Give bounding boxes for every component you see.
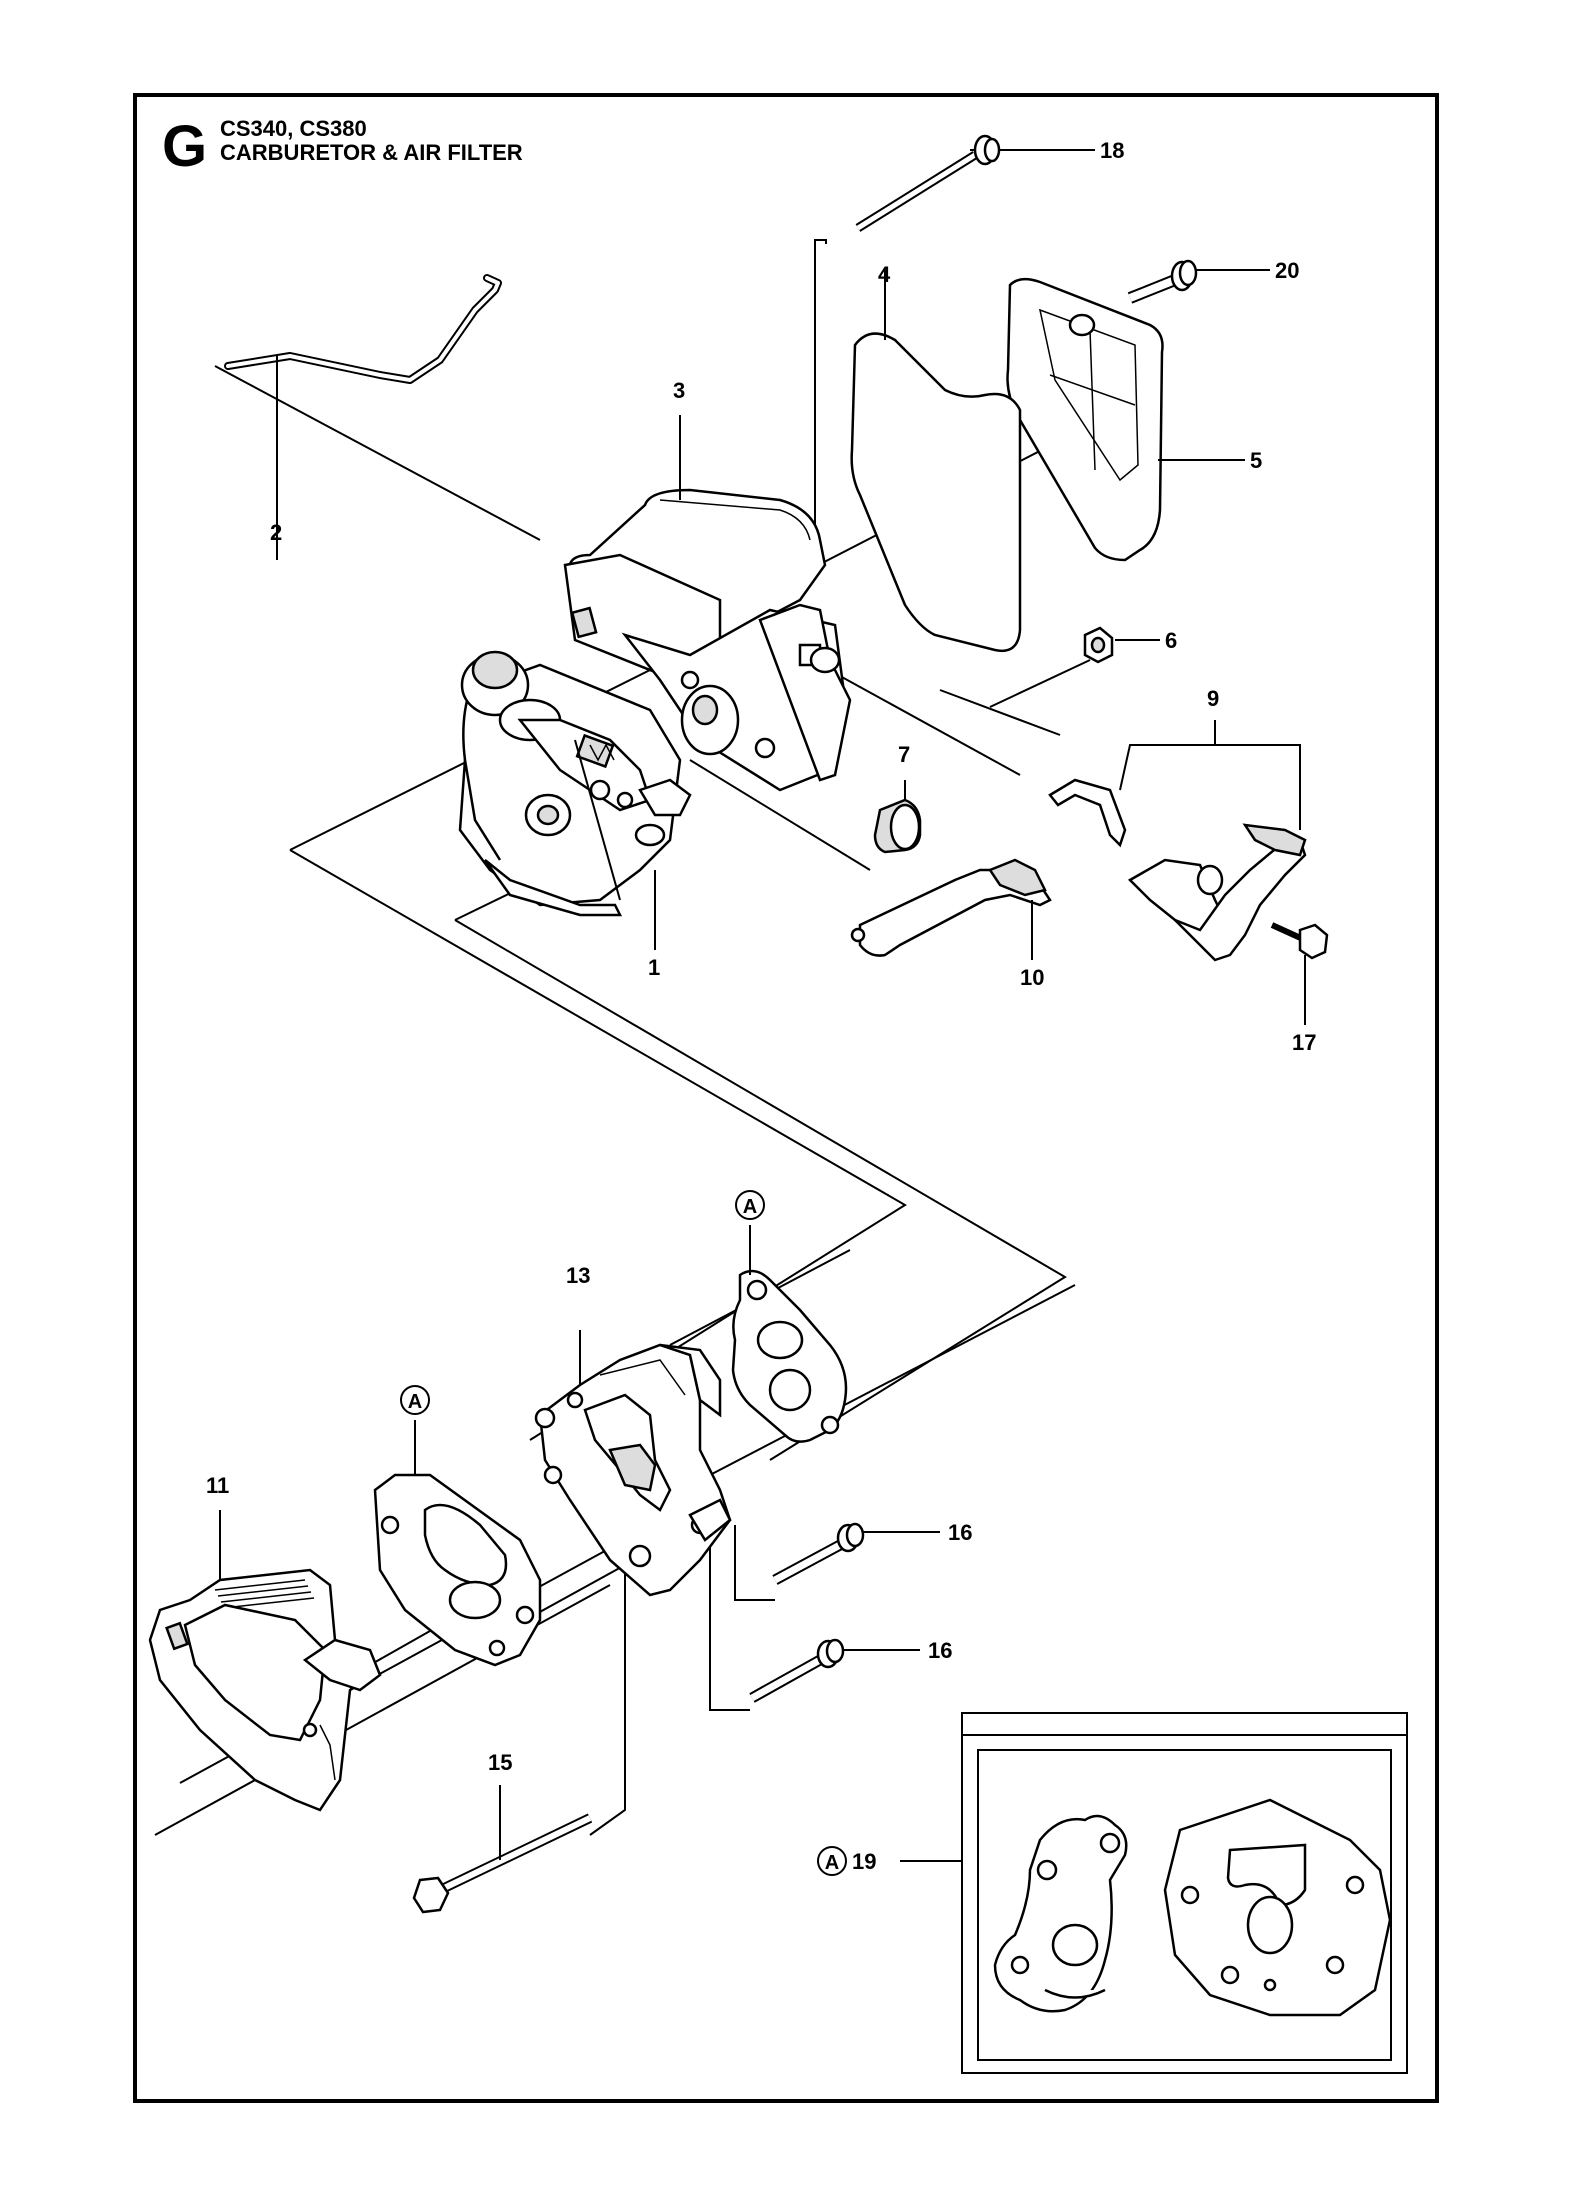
ref-circle-a1 <box>735 1190 765 1220</box>
kit-gasket-large <box>1163 1798 1392 2017</box>
part-4-filter-pad <box>850 270 1022 653</box>
callout-4: 4 <box>878 262 891 287</box>
part-15-hex-bolt <box>412 1785 593 1914</box>
callout-13: 13 <box>566 1263 590 1288</box>
callout-1: 1 <box>648 955 660 980</box>
part-2-choke-rod <box>224 274 502 560</box>
gasket-a-upper <box>731 1225 848 1443</box>
ref-marker-a2: A <box>408 1391 422 1413</box>
part-18-long-bolt <box>855 134 1001 232</box>
part-17-screw <box>1270 922 1329 1025</box>
part-3-filter-housing <box>563 415 852 792</box>
part-5-filter-frame <box>1006 277 1245 562</box>
ref-marker-a1: A <box>743 1196 757 1218</box>
part-7-spacer <box>873 780 922 854</box>
callout-7: 7 <box>898 742 910 767</box>
callout-5: 5 <box>1250 448 1262 473</box>
part-9-throttle-trigger <box>1048 720 1307 962</box>
callout-15: 15 <box>488 1750 512 1775</box>
callout-16-lower: 16 <box>928 1638 952 1663</box>
callout-3: 3 <box>673 378 685 403</box>
model-numbers: CS340, CS380 <box>220 116 367 141</box>
callout-17: 17 <box>1292 1030 1316 1055</box>
callout-20: 20 <box>1275 258 1299 283</box>
callout-11: 11 <box>206 1473 229 1498</box>
callout-6: 6 <box>1165 628 1177 653</box>
diagram-title: CARBURETOR & AIR FILTER <box>220 140 523 165</box>
callout-16-upper: 16 <box>948 1520 972 1545</box>
section-letter: G <box>162 114 208 179</box>
part-10-throttle-rod <box>850 858 1052 960</box>
part-1-carburetor <box>458 650 692 950</box>
diagram-frame <box>133 93 1439 2103</box>
ref-marker-a3: A <box>825 1852 839 1874</box>
part-6-nut <box>1083 626 1160 664</box>
ref-circle-a2 <box>400 1385 430 1415</box>
part-13-intake-adapter <box>534 1330 732 1597</box>
kit-gasket-small <box>993 1814 1128 2013</box>
callout-2: 2 <box>270 520 282 545</box>
callout-10: 10 <box>1020 965 1044 990</box>
callout-19: 19 <box>852 1849 876 1874</box>
part-11-heat-shield <box>148 1510 382 1812</box>
callout-9: 9 <box>1207 686 1219 711</box>
gasket-a-middle <box>373 1420 542 1667</box>
callout-18: 18 <box>1100 138 1124 163</box>
part-16-screw-lower <box>749 1638 920 1703</box>
ref-circle-a3 <box>817 1846 847 1876</box>
part-16-screw-upper <box>772 1522 940 1585</box>
part-20-screw <box>1127 259 1270 304</box>
